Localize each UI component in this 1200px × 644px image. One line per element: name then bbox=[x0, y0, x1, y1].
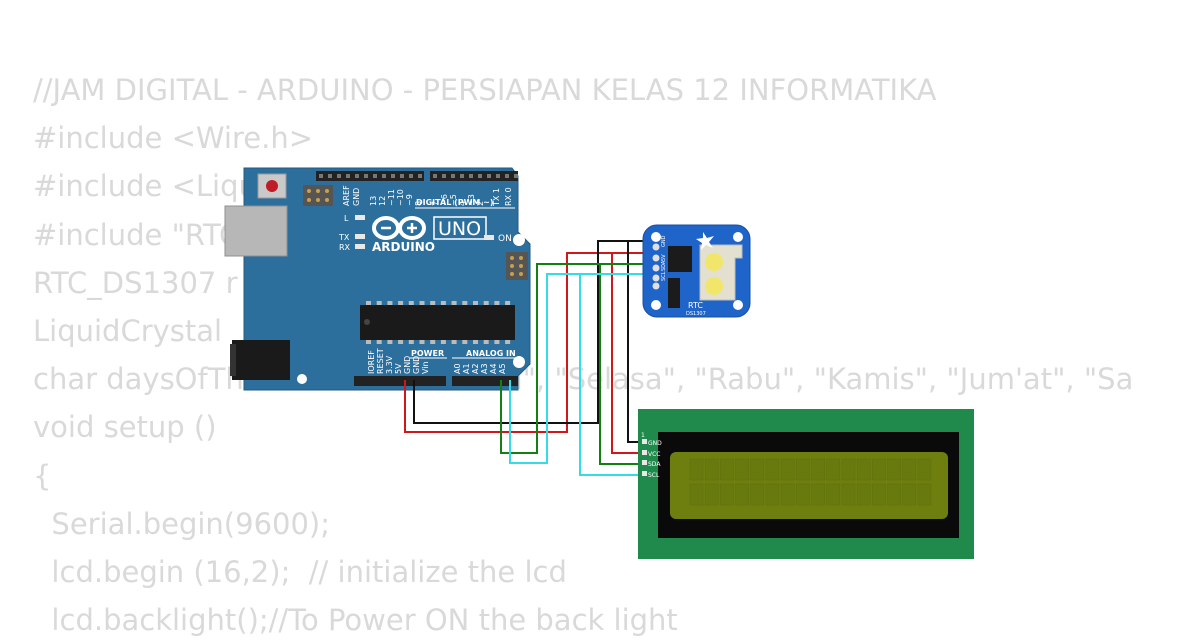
code-line: Serial.begin(9600); bbox=[33, 506, 331, 541]
reset-button-cap bbox=[266, 180, 278, 192]
led-rx bbox=[355, 244, 365, 249]
pin-label: GND bbox=[661, 235, 667, 247]
pin-label: ~5 bbox=[449, 194, 458, 206]
pin-label: 3.3V bbox=[385, 355, 394, 374]
pin-label: AREF bbox=[342, 185, 351, 206]
digital-label: DIGITAL (PWM ~) bbox=[416, 198, 494, 207]
wire-5v-lcd bbox=[611, 253, 646, 454]
pin-label: 8 bbox=[414, 201, 423, 206]
lcd-pin-label: SDA bbox=[648, 461, 661, 468]
rtc-subtitle: DS1307 bbox=[686, 311, 706, 317]
lcd-pin bbox=[642, 460, 647, 465]
icsp-header bbox=[303, 185, 333, 206]
pin-label: A0 bbox=[453, 363, 462, 374]
pin-label: GND bbox=[403, 356, 412, 374]
lcd-pin-label: GND bbox=[648, 440, 662, 447]
wire-5v bbox=[404, 252, 656, 433]
pin-label: GND bbox=[412, 356, 421, 374]
adafruit-flower-icon bbox=[696, 232, 714, 250]
code-line: LiquidCrystal bbox=[33, 313, 223, 348]
code-line: { bbox=[33, 458, 52, 493]
pin-label: A5 bbox=[498, 363, 507, 374]
digital-header-right bbox=[430, 171, 518, 181]
pin-label: A2 bbox=[471, 363, 480, 374]
code-line: #include <Wire.h> bbox=[33, 121, 314, 156]
arduino-model: UNO bbox=[438, 218, 481, 240]
pin-label: 2 bbox=[476, 201, 485, 206]
led-rx-label: RX bbox=[339, 243, 351, 252]
pin-label: IOREF bbox=[367, 350, 376, 374]
wire-sda bbox=[500, 263, 656, 454]
led-tx bbox=[355, 234, 365, 239]
pin-label: 5V bbox=[661, 254, 667, 261]
led-tx-label: TX bbox=[338, 233, 350, 242]
pin-label: 4 bbox=[458, 201, 467, 206]
code-line: void setup () bbox=[33, 410, 217, 445]
pin-label: A3 bbox=[480, 363, 489, 374]
code-line: lcd.begin (16,2); // initialize the lcd bbox=[33, 554, 567, 589]
led-l-label: L bbox=[344, 214, 349, 223]
pin-label: SDA bbox=[661, 260, 667, 271]
code-line: RTC_DS1307 r bbox=[33, 265, 238, 300]
pin-label: ~6 bbox=[440, 194, 449, 206]
wire-scl bbox=[509, 273, 656, 464]
code-line: #include <Liqu bbox=[33, 169, 257, 204]
code-line: char daysOfTh "Senin", "Selasa", "Rabu",… bbox=[33, 362, 1134, 397]
pin-label: RX 0 bbox=[504, 187, 513, 206]
led-on-label: ON bbox=[498, 234, 512, 244]
pin-label: ~10 bbox=[396, 189, 405, 206]
led-on bbox=[484, 235, 494, 240]
lcd-pin-label: VCC bbox=[648, 451, 660, 458]
pin-label: 13 bbox=[369, 196, 378, 206]
power-header bbox=[354, 376, 446, 386]
rtc-chip bbox=[668, 246, 692, 272]
dc-power-jack bbox=[232, 340, 290, 380]
pin-label: 7 bbox=[431, 201, 440, 206]
pin-label: A1 bbox=[462, 363, 471, 374]
pin-label: 5V bbox=[394, 363, 403, 374]
wires bbox=[404, 240, 656, 476]
power-label: POWER bbox=[411, 349, 444, 358]
lcd-character-grid bbox=[689, 458, 932, 506]
analog-label: ANALOG IN bbox=[466, 349, 516, 358]
rtc-crystal bbox=[668, 278, 680, 308]
code-line: //JAM DIGITAL - ARDUINO - PERSIAPAN KELA… bbox=[33, 73, 937, 107]
icsp-header-2 bbox=[506, 252, 528, 280]
usb-port bbox=[224, 205, 288, 257]
lcd-pin bbox=[642, 450, 647, 455]
lcd-pin bbox=[642, 439, 647, 444]
pin-label: RESET bbox=[376, 348, 385, 374]
pin-label: SCL bbox=[661, 271, 667, 281]
wire-scl-lcd bbox=[579, 274, 646, 476]
rtc-title: RTC bbox=[688, 301, 703, 310]
arduino-logo-icon bbox=[372, 216, 426, 240]
lcd-16x2-module[interactable]: 1 GND VCC SDA SCL bbox=[638, 409, 974, 559]
battery-holder bbox=[699, 244, 743, 301]
pin-label: ~3 bbox=[467, 194, 476, 206]
wire-sda-lcd bbox=[599, 264, 646, 465]
digital-header-left bbox=[316, 171, 424, 181]
pin-label: ~11 bbox=[387, 189, 396, 206]
pin-label: Vin bbox=[421, 361, 430, 374]
pin-label: A4 bbox=[489, 363, 498, 374]
arduino-brand: ARDUINO bbox=[372, 240, 435, 254]
pin-label: ~9 bbox=[405, 194, 414, 206]
wire-gnd bbox=[413, 240, 656, 424]
analog-header bbox=[452, 376, 518, 386]
lcd-pin-one-marker: 1 bbox=[641, 432, 645, 439]
lcd-pin-label: SCL bbox=[648, 472, 660, 479]
pin-label: TX 1 bbox=[492, 188, 501, 207]
led-l bbox=[355, 215, 365, 220]
lcd-pin bbox=[642, 471, 647, 476]
atmega-chip bbox=[360, 301, 515, 344]
pin-label: GND bbox=[352, 188, 361, 206]
pin-label: 12 bbox=[378, 196, 387, 206]
